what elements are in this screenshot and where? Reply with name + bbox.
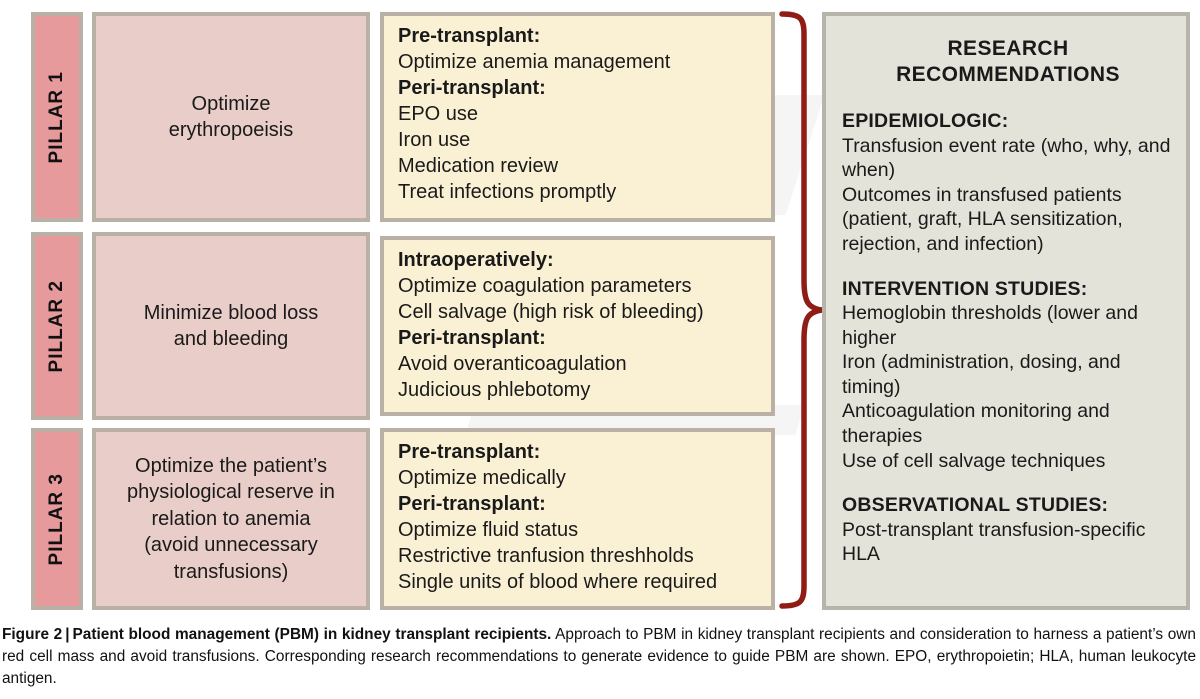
action-group: Pre-transplant: Optimize medically	[398, 439, 759, 491]
action-item: Optimize coagulation parameters	[398, 275, 692, 297]
pillar-tab-2-label: PILLAR 2	[46, 279, 67, 373]
recommendation-group-intervention: INTERVENTION STUDIES: Hemoglobin thresho…	[842, 277, 1174, 474]
action-group: Pre-transplant: Optimize anemia manageme…	[398, 23, 759, 75]
action-group: Intraoperatively: Optimize coagulation p…	[398, 247, 759, 325]
pillar-actions-1: Pre-transplant: Optimize anemia manageme…	[380, 12, 775, 222]
action-item: Medication review	[398, 155, 559, 177]
recommendation-item: Hemoglobin thresholds (lower and higher	[842, 302, 1138, 349]
pillar-actions-3: Pre-transplant: Optimize medically Peri-…	[380, 428, 775, 610]
pillar-tab-2: PILLAR 2	[31, 232, 83, 420]
action-group-heading: Peri-transplant:	[398, 77, 546, 99]
action-item: Judicious phlebotomy	[398, 379, 591, 401]
action-item: Optimize medically	[398, 467, 566, 489]
recommendation-item: Iron (administration, dosing, and timing…	[842, 351, 1121, 398]
pillar-tab-3: PILLAR 3	[31, 428, 83, 610]
action-item: Restrictive tranfusion threshholds	[398, 545, 694, 567]
action-group-heading: Peri-transplant:	[398, 493, 546, 515]
action-item: Optimize fluid status	[398, 519, 579, 541]
action-group-heading: Pre-transplant:	[398, 25, 541, 47]
action-item: Optimize anemia management	[398, 51, 671, 73]
action-group-heading: Intraoperatively:	[398, 249, 554, 271]
action-item: Treat infections promptly	[398, 181, 617, 203]
action-item: Single units of blood where required	[398, 571, 718, 593]
action-group: Peri-transplant: Optimize fluid status R…	[398, 491, 759, 595]
figure-caption: Figure 2|Patient blood management (PBM) …	[2, 624, 1196, 691]
recommendation-item: Post-transplant transfusion-specific HLA	[842, 518, 1146, 566]
recommendation-group-heading: INTERVENTION STUDIES:	[842, 277, 1088, 300]
pillar-tab-1: PILLAR 1	[31, 12, 83, 222]
recommendation-item: Transfusion event rate (who, why, and wh…	[842, 134, 1171, 182]
action-group-heading: Pre-transplant:	[398, 441, 541, 463]
recommendation-group-epidemiologic: EPIDEMIOLOGIC: Transfusion event rate (w…	[842, 109, 1174, 256]
action-item: Cell salvage (high risk of bleeding)	[398, 301, 704, 323]
action-item: Avoid overanticoagulation	[398, 353, 627, 375]
recommendation-item: Outcomes in transfused patients (patient…	[842, 183, 1123, 256]
recommendation-item: Use of cell salvage techniques	[842, 449, 1106, 472]
recommendation-group-observational: OBSERVATIONAL STUDIES: Post-transplant t…	[842, 493, 1174, 567]
action-group: Peri-transplant: Avoid overanticoagulati…	[398, 325, 759, 403]
pillar-tab-1-label: PILLAR 1	[46, 70, 67, 164]
caption-label: Figure 2	[2, 626, 63, 643]
caption-title: Patient blood management (PBM) in kidney…	[72, 626, 552, 643]
caption-separator: |	[65, 626, 70, 643]
action-group: Peri-transplant: EPO use Iron use Medica…	[398, 75, 759, 205]
recommendation-group-heading: EPIDEMIOLOGIC:	[842, 110, 1009, 133]
recommendation-group-heading: OBSERVATIONAL STUDIES:	[842, 494, 1109, 517]
action-item: Iron use	[398, 129, 471, 151]
pillar-actions-2: Intraoperatively: Optimize coagulation p…	[380, 236, 775, 416]
recommendation-item: Anticoagulation monitoring and therapies	[842, 400, 1110, 447]
curly-brace-icon	[779, 11, 823, 609]
pillar-tab-3-label: PILLAR 3	[46, 472, 67, 566]
action-group-heading: Peri-transplant:	[398, 327, 546, 349]
action-item: EPO use	[398, 103, 479, 125]
caption-body: Approach to PBM in kidney transplant rec…	[2, 626, 1196, 688]
